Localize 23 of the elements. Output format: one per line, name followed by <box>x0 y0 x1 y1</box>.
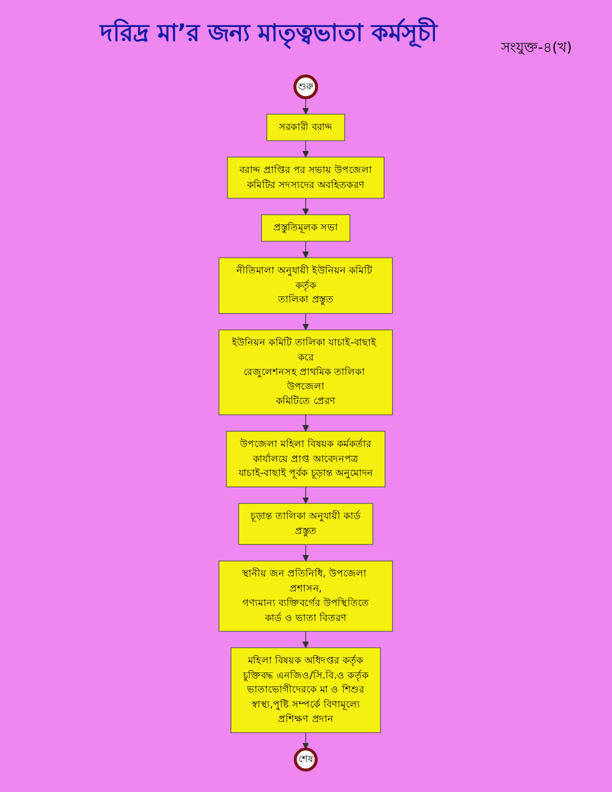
arrow <box>302 313 310 330</box>
arrow <box>302 630 310 648</box>
arrow <box>302 414 310 432</box>
arrow <box>302 486 310 504</box>
node-circle: শুরু <box>294 74 318 100</box>
arrow <box>302 544 310 562</box>
node-box: বরাদ্দ প্রাপ্তির পর সভায় উপজেলা কমিটির সদস্যদের অবহিতকরণ <box>227 156 385 199</box>
annex-label: সংযুক্ত-৪(খ) <box>501 39 572 58</box>
node-box: প্রস্তুতিমূলক সভা <box>261 214 351 242</box>
node-box: উপজেলা মহিলা বিষয়ক কর্মকর্তার কার্যালয়ে প্রাপ্ত আবেদনপত্র যাচাই-বাছাই পূর্বক চূড়ান্ত অনুমোদন <box>226 430 386 488</box>
arrow <box>302 198 310 216</box>
node-box: স্থানীয় জন প্রতিনিধি, উপজেলা প্রশাসন, গণ্যমান্য ব্যক্তিবর্গের উপস্থিতিতে কার্ড ও ভাতা বিতরণ <box>218 560 394 632</box>
arrow <box>302 240 310 258</box>
arrow <box>302 97 310 114</box>
node-box: ইউনিয়ন কমিটি তালিকা যাচাই-বাছাই করে রেজুলেশনসহ প্রাথমিক তালিকা উপজেলা কমিটিতে প্রেরণ <box>218 330 394 416</box>
arrow <box>302 140 310 158</box>
node-box: নীতিমালা অনুযায়ী ইউনিয়ন কমিটি কর্তৃক তালিকা প্রস্তুত <box>218 257 394 314</box>
diagram-title: দরিদ্র মা’র জন্য মাতৃত্বভাতা কর্মসূচী <box>100 16 438 51</box>
node-box: সরকারী বরাদ্দ <box>266 114 346 142</box>
node-circle: শেষ <box>294 748 318 772</box>
node-box: মহিলা বিষয়ক অধিদপ্তর কর্তৃক চুক্তিবদ্ধ এনজিও/সি.বি.ও কর্তৃক ভাতাভোগীদেরকে মা ও শিশুর স্বাস্থ্য,পুষ্টি সম্পর্কে বিণামূল্যে প্রশিক্ষণ প্রদান <box>230 647 382 733</box>
arrow <box>302 732 310 750</box>
node-box: চূড়ান্ত তালিকা অনুযায়ী কার্ড প্রস্তুত <box>238 503 374 545</box>
